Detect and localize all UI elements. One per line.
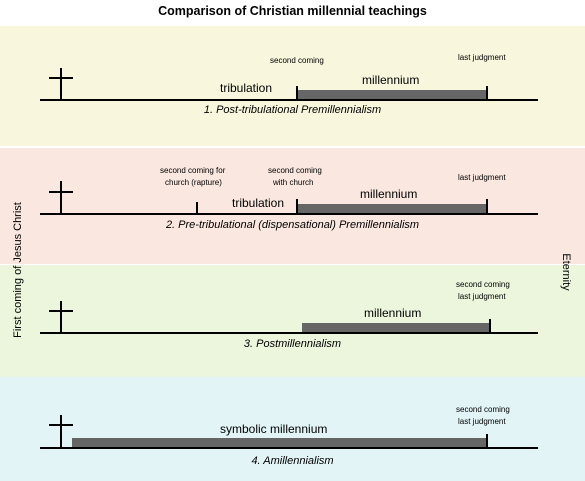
cross-icon	[60, 68, 62, 100]
cross-icon	[60, 415, 62, 447]
millennium-label: millennium	[360, 187, 418, 201]
cross-icon-arm	[49, 77, 73, 79]
cross-icon-arm	[49, 310, 73, 312]
tribulation-label: tribulation	[232, 196, 285, 210]
second-coming-marker	[486, 434, 488, 448]
timeline	[40, 332, 538, 334]
panel-caption: 3. Postmillennialism	[243, 338, 342, 350]
panel-postmillennialism-background	[0, 265, 585, 377]
panel-caption: 4. Amillennialism	[251, 455, 334, 467]
symbolic-millennium-bar	[72, 438, 486, 447]
second-coming-label-line2: with church	[273, 178, 314, 187]
millennium-bar	[298, 204, 486, 213]
last-judgment-marker	[486, 86, 488, 100]
diagram-title: Comparison of Christian millennial teach…	[158, 4, 427, 18]
second-coming-marker	[296, 199, 298, 214]
timeline	[40, 213, 538, 215]
panel-post-tribulational-background	[0, 26, 585, 146]
tribulation-label: tribulation	[220, 81, 273, 95]
rapture-marker	[196, 202, 198, 214]
last-judgment-label: last judgment	[458, 173, 506, 182]
millennium-label: millennium	[362, 73, 420, 87]
cross-icon	[60, 181, 62, 213]
second-coming-label: second coming	[456, 280, 510, 289]
millennium-bar	[298, 90, 486, 99]
timeline	[40, 99, 538, 101]
last-judgment-label: last judgment	[458, 292, 506, 301]
second-coming-marker	[296, 86, 298, 100]
second-coming-label: second coming	[270, 56, 324, 65]
second-coming-label-line1: second coming	[268, 166, 322, 175]
second-coming-label: second coming	[456, 405, 510, 414]
rapture-label-line2: church (rapture)	[165, 178, 222, 187]
panel-caption: 2. Pre-tribulational (dispensational) Pr…	[165, 219, 420, 231]
cross-icon-arm	[49, 424, 73, 426]
timeline	[40, 447, 538, 449]
millennium-label: symbolic millennium	[220, 422, 328, 436]
eternity-label: Eternity	[560, 253, 572, 291]
millennium-label: millennium	[364, 306, 422, 320]
last-judgment-label: last judgment	[458, 417, 506, 426]
second-coming-marker	[489, 319, 491, 333]
panel-caption: 1. Post-tribulational Premillennialism	[203, 104, 382, 116]
last-judgment-marker	[486, 199, 488, 214]
cross-icon-arm	[49, 191, 73, 193]
panel-amillennialism-background	[0, 377, 585, 481]
millennium-bar	[302, 323, 490, 332]
rapture-label-line1: second coming for	[160, 166, 226, 175]
last-judgment-label: last judgment	[458, 53, 506, 62]
cross-icon	[60, 301, 62, 333]
